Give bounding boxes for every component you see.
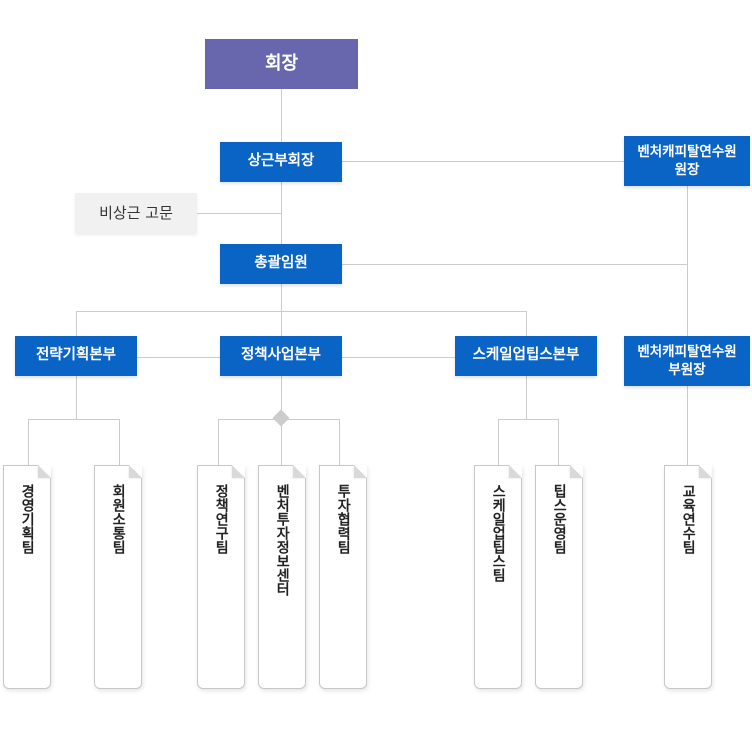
team-card[interactable]: 교육연수팀	[664, 465, 712, 689]
team-label: 회원소통팀	[110, 484, 127, 554]
vice-chairman-box[interactable]: 상근부회장	[220, 142, 342, 182]
chairman-label: 회장	[264, 52, 299, 74]
executive-box[interactable]: 총괄임원	[220, 244, 342, 284]
advisor-box[interactable]: 비상근 고문	[75, 193, 197, 233]
team-label: 스케일업팁스팀	[490, 484, 507, 582]
team-label: 팁스운영팀	[551, 484, 568, 554]
team-card[interactable]: 팁스운영팀	[535, 465, 583, 689]
team-card[interactable]: 경영기획팀	[3, 465, 51, 689]
division-scaleup-box[interactable]: 스케일업팁스본부	[455, 336, 597, 376]
team-label: 벤처투자정보센터	[274, 484, 291, 596]
team-label: 교육연수팀	[680, 484, 697, 554]
team-card[interactable]: 스케일업팁스팀	[474, 465, 522, 689]
division-label: 스케일업팁스본부	[472, 347, 580, 364]
team-card[interactable]: 회원소통팀	[94, 465, 142, 689]
division-label: 전략기획본부	[35, 347, 117, 364]
team-card[interactable]: 벤처투자정보센터	[258, 465, 306, 689]
academy-vice-director-box[interactable]: 벤처캐피탈연수원 부원장	[624, 336, 750, 386]
vice-chairman-label: 상근부회장	[247, 153, 315, 170]
academy-director-box[interactable]: 벤처캐피탈연수원 원장	[624, 136, 750, 186]
academy-director-label: 벤처캐피탈연수원 원장	[637, 143, 737, 178]
division-label: 정책사업본부	[240, 347, 322, 364]
team-label: 투자협력팀	[335, 484, 352, 554]
team-label: 경영기획팀	[19, 484, 36, 554]
division-strategy-box[interactable]: 전략기획본부	[15, 336, 137, 376]
advisor-label: 비상근 고문	[99, 203, 173, 222]
executive-label: 총괄임원	[254, 255, 308, 272]
team-card[interactable]: 투자협력팀	[319, 465, 367, 689]
team-card[interactable]: 정책연구팀	[197, 465, 245, 689]
chairman-box[interactable]: 회장	[205, 39, 358, 89]
academy-vice-director-label: 벤처캐피탈연수원 부원장	[637, 343, 737, 378]
division-policy-box[interactable]: 정책사업본부	[220, 336, 342, 376]
team-label: 정책연구팀	[213, 484, 230, 554]
